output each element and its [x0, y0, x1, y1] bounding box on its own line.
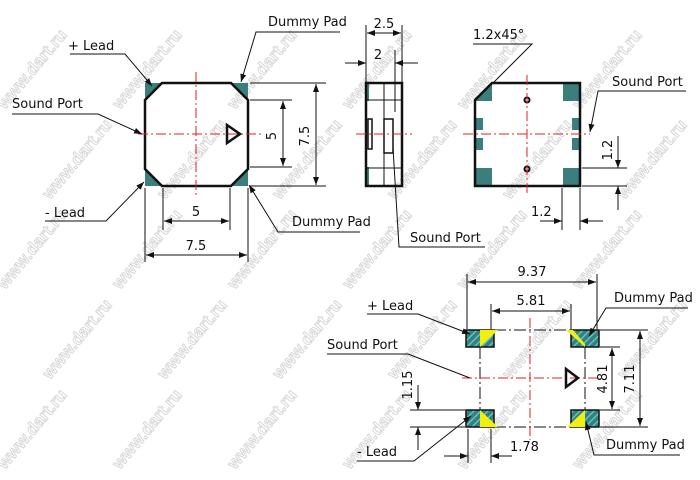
watermark-text: www.dart.ru	[613, 116, 691, 204]
dim-inner-width: 5.81	[517, 294, 546, 309]
side-view: 2.5 2 Sound Port	[345, 17, 485, 248]
bottom-view: 1.2x45° Sound Port 1.2 1.2	[463, 28, 686, 230]
watermark-text: www.dart.ru	[108, 206, 186, 294]
dim-inner-height: 4.81	[596, 365, 611, 394]
watermark-text: www.dart.ru	[223, 386, 301, 474]
dim-total-thickness: 2.5	[374, 17, 395, 32]
watermark-text: www.dart.ru	[568, 386, 646, 474]
watermark-text: www.dart.ru	[38, 116, 116, 204]
watermark-text: www.dart.ru	[453, 206, 531, 294]
label-sound-port: Sound Port	[327, 338, 398, 353]
watermark-text: www.dart.ru	[0, 386, 71, 474]
dim-body-thickness: 2	[374, 48, 382, 63]
watermark-text: www.dart.ru	[108, 386, 186, 474]
label-plus-lead: + Lead	[367, 299, 413, 314]
label-chamfer: 1.2x45°	[473, 28, 524, 43]
dim-outer-width: 9.37	[518, 265, 547, 280]
watermark-text: www.dart.ru	[498, 116, 576, 204]
label-dummy-pad-bottom: Dummy Pad	[292, 215, 371, 230]
dim-pad-width: 1.78	[510, 440, 539, 455]
dim-pad-height: 1.15	[401, 371, 416, 400]
watermark-text: www.dart.ru	[383, 116, 461, 204]
dim-pad-width: 1.2	[531, 205, 552, 220]
dim-inner-width: 5	[192, 205, 200, 220]
dim-inner-height: 5	[265, 132, 280, 140]
watermark-text: www.dart.ru	[153, 296, 231, 384]
label-minus-lead: - Lead	[45, 206, 85, 221]
dim-outer-width: 7.5	[186, 239, 207, 254]
dim-outer-height: 7.5	[298, 126, 313, 147]
footprint-view: 9.37 5.81 4.81 7.11 1.15 1.78 + Lead Sou…	[327, 265, 693, 463]
label-sound-port-side: Sound Port	[410, 231, 481, 246]
watermark-text: www.dart.ru	[453, 386, 531, 474]
watermark-text: www.dart.ru	[153, 116, 231, 204]
label-minus-lead: - Lead	[357, 445, 397, 460]
dim-outer-height: 7.11	[623, 365, 638, 394]
label-sound-port: Sound Port	[12, 97, 83, 112]
label-dummy-pad-top: Dummy Pad	[614, 291, 693, 306]
label-dummy-pad-top: Dummy Pad	[268, 15, 347, 30]
label-sound-port-bottom: Sound Port	[612, 75, 683, 90]
watermark-text: www.dart.ru	[223, 206, 301, 294]
watermark-text: www.dart.ru	[108, 26, 186, 114]
watermark-text: www.dart.ru	[38, 296, 116, 384]
dim-pad-height: 1.2	[601, 140, 616, 161]
top-view: 5 7.5 5 7.5 + Lead Dummy Pad Sound Port …	[12, 15, 371, 262]
label-dummy-pad-bottom: Dummy Pad	[606, 438, 685, 453]
label-plus-lead: + Lead	[68, 39, 114, 54]
